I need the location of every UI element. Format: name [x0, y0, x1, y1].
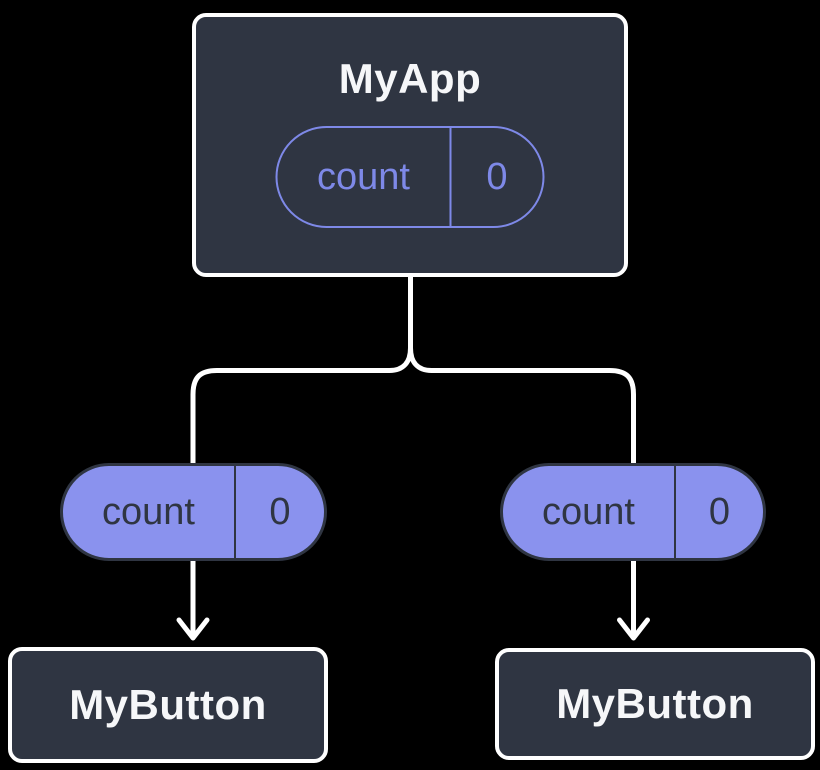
prop-value: 0: [708, 490, 731, 533]
myapp-state-pill: count 0: [275, 126, 545, 228]
prop-label: count: [63, 466, 236, 558]
arrowhead-left-icon: [176, 617, 210, 641]
arrowhead-right-icon: [617, 617, 650, 641]
mybutton-title: MyButton: [556, 680, 754, 727]
mybutton-node-right: MyButton: [495, 648, 815, 760]
right-prop-pill: count 0: [500, 463, 766, 561]
mybutton-node-left: MyButton: [8, 647, 328, 763]
state-value: 0: [486, 155, 508, 198]
mybutton-title: MyButton: [69, 681, 267, 728]
connector-left-branch: [190, 269, 413, 637]
myapp-title: MyApp: [338, 55, 482, 102]
state-label: count: [278, 128, 452, 226]
connector-right-branch: [408, 269, 636, 637]
prop-label: count: [503, 466, 676, 558]
prop-value: 0: [269, 490, 291, 533]
left-prop-pill: count 0: [60, 463, 327, 561]
myapp-node: MyApp count 0: [192, 13, 628, 277]
